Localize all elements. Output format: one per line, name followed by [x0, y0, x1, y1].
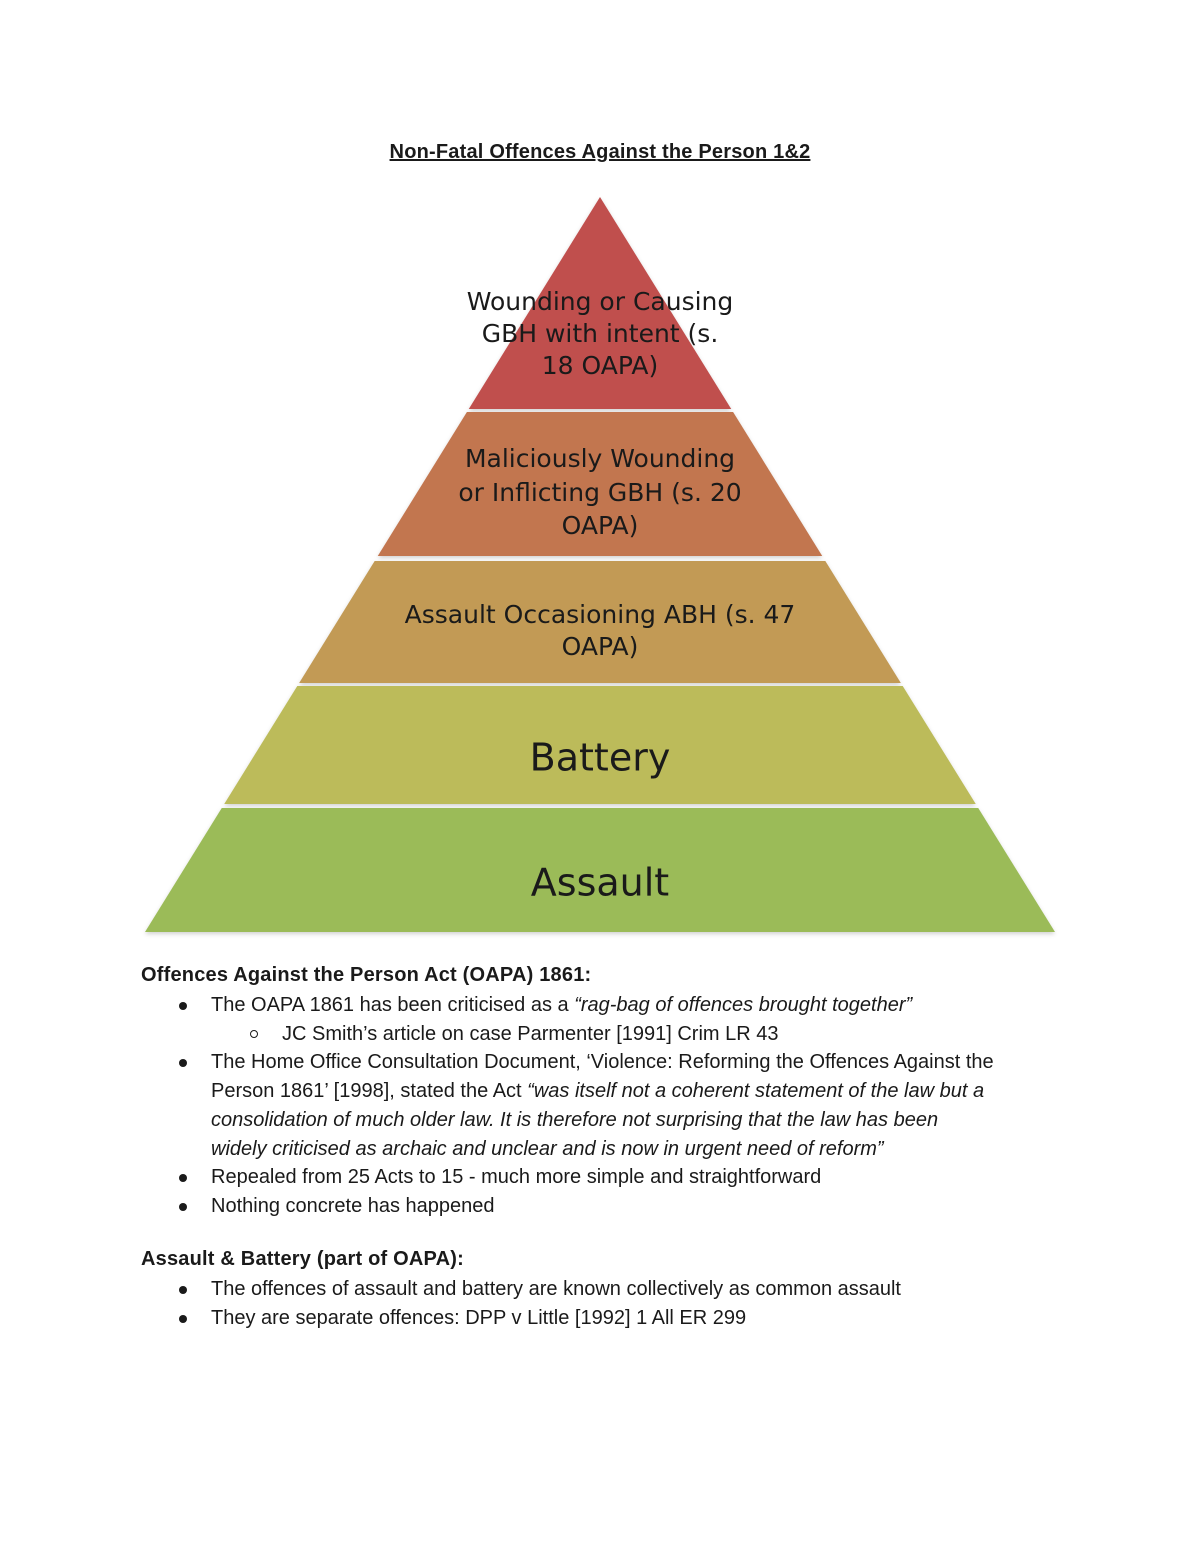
pyramid-tier-label: Battery: [530, 735, 671, 779]
pyramid-tier-label: Wounding or Causing: [467, 287, 734, 316]
oapa-bullet-list: The OAPA 1861 has been criticised as a “…: [0, 991, 1142, 1221]
list-item: JC Smith’s article on case Parmenter [19…: [0, 1020, 1142, 1049]
pyramid-tier-label: GBH with intent (s.: [482, 319, 719, 348]
pyramid-tier-label: Assault Occasioning ABH (s. 47: [405, 600, 796, 629]
pyramid-tier: [224, 686, 976, 804]
hollow-bullet-icon: [250, 1029, 258, 1038]
list-item: Nothing concrete has happened: [0, 1192, 1071, 1221]
pyramid-tier-label: or Inflicting GBH (s. 20: [458, 478, 741, 507]
list-item: The OAPA 1861 has been criticised as a “…: [0, 991, 1071, 1020]
bullet-icon: [179, 1286, 187, 1294]
pyramid-tier: [377, 412, 823, 556]
pyramid-tier-label: Assault: [531, 860, 669, 904]
pyramid-tier: [145, 808, 1055, 932]
list-item: Repealed from 25 Acts to 15 - much more …: [0, 1163, 1071, 1192]
bullet-icon: [179, 1174, 187, 1183]
bullet-icon: [179, 1002, 187, 1010]
pyramid-tier-label: OAPA): [562, 632, 639, 661]
pyramid-tier-label: OAPA): [562, 511, 639, 540]
pyramid-tier-label: 18 OAPA): [542, 351, 658, 380]
pyramid-tier-label: Maliciously Wounding: [465, 444, 735, 473]
oapa-heading: Offences Against the Person Act (OAPA) 1…: [141, 964, 592, 986]
assault-battery-bullet-list: The offences of assault and battery are …: [0, 1275, 1071, 1332]
pyramid-tier: [299, 561, 901, 683]
assault-battery-heading: Assault & Battery (part of OAPA):: [141, 1248, 464, 1270]
bullet-icon: [179, 1202, 187, 1211]
list-item: They are separate offences: DPP v Little…: [0, 1304, 1071, 1333]
pyramid-tier: [468, 197, 732, 409]
bullet-icon: [179, 1059, 187, 1068]
bullet-icon: [179, 1314, 187, 1323]
list-item: The offences of assault and battery are …: [0, 1275, 1071, 1304]
page-title: Non-Fatal Offences Against the Person 1&…: [389, 141, 811, 163]
list-item: The Home Office Consultation Document, ‘…: [0, 1048, 1071, 1163]
